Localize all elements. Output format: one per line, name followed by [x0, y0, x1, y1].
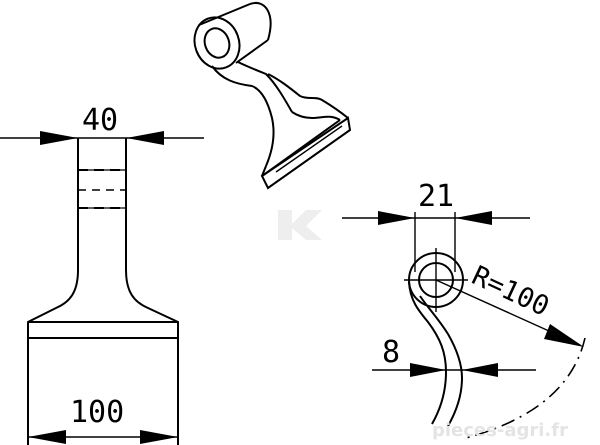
watermark-text: pieces-agri.fr: [432, 420, 568, 441]
arrow-left: [462, 363, 498, 377]
arrow-head: [544, 324, 584, 347]
dimension-top-width: 40: [82, 103, 118, 138]
arrow-right: [378, 211, 415, 225]
arrow-left: [40, 131, 78, 145]
dimension-bottom-width: 100: [70, 395, 124, 430]
arrow-left: [28, 430, 66, 444]
front-view: 40 100: [0, 103, 204, 445]
side-view: 21 R=100 8: [342, 179, 586, 439]
arrow-right: [410, 363, 446, 377]
dimension-bore: 21: [418, 179, 454, 214]
dimension-thickness: 8: [382, 335, 400, 370]
watermark-logo-icon: [278, 210, 322, 240]
arrow-right: [126, 131, 164, 145]
isometric-hammer-view: [193, 1, 352, 190]
arrow-left: [455, 211, 492, 225]
arrow-right: [140, 430, 178, 444]
